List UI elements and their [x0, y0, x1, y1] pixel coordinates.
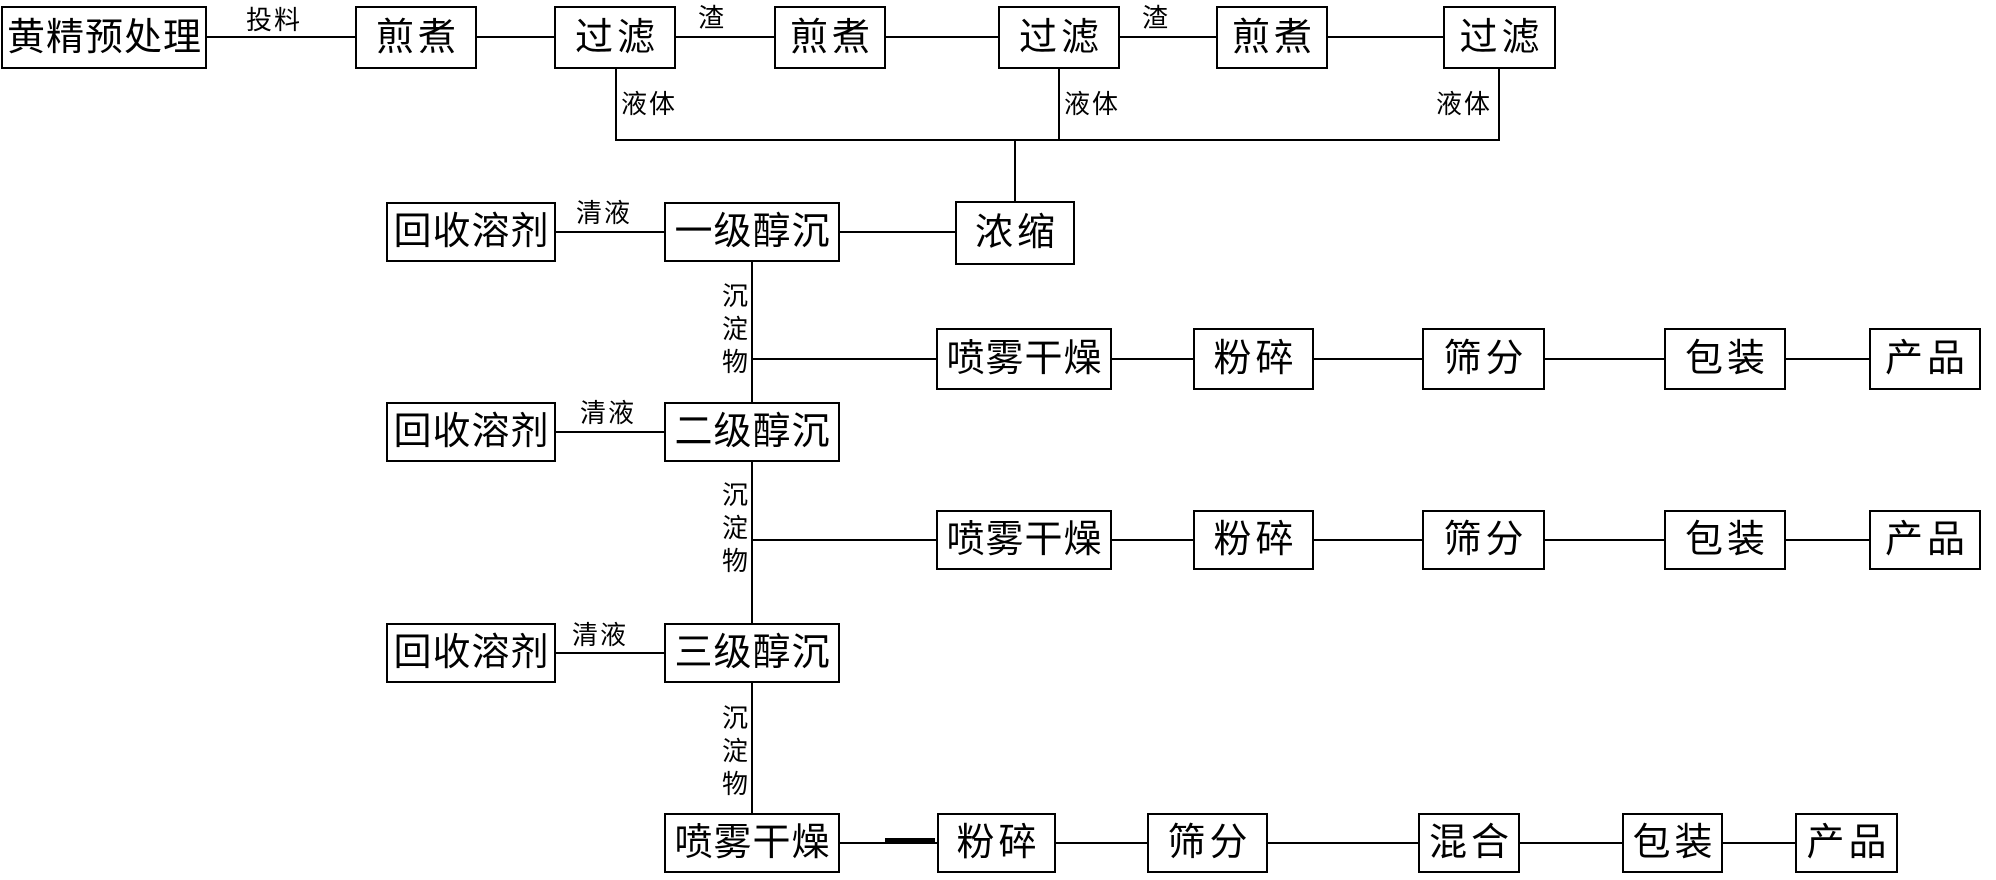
flow-node-mix: 混合	[1418, 813, 1520, 873]
flow-node-decoct-1: 煎煮	[355, 6, 477, 69]
connector-dash-mark	[885, 838, 935, 844]
flow-node-filter-2: 过滤	[998, 6, 1120, 69]
flow-node-filter-1: 过滤	[554, 6, 676, 69]
connector-line-horizontal	[556, 231, 664, 233]
connector-line-horizontal	[840, 231, 955, 233]
connector-line-horizontal	[1112, 358, 1193, 360]
precipitate-label: 沉淀物	[721, 704, 748, 799]
flow-node-pretreat: 黄精预处理	[1, 6, 207, 69]
connector-line-horizontal	[616, 139, 1499, 141]
flow-node-crush-1: 粉碎	[1193, 328, 1314, 390]
flow-node-pack-2: 包装	[1664, 510, 1786, 570]
flow-node-product-3: 产品	[1795, 813, 1898, 873]
flow-node-alcohol-precip-3: 三级醇沉	[664, 623, 840, 683]
flow-node-decoct-3: 煎煮	[1216, 6, 1328, 69]
flow-node-spray-dry-3: 喷雾干燥	[664, 813, 840, 873]
connector-line-horizontal	[1314, 358, 1422, 360]
connector-line-horizontal	[1268, 842, 1418, 844]
residue-label: 渣	[698, 4, 727, 33]
supernatant-label: 清液	[576, 199, 633, 228]
flow-node-spray-dry-1: 喷雾干燥	[936, 328, 1112, 390]
flow-node-pack-3: 包装	[1622, 813, 1723, 873]
connector-line-horizontal	[477, 36, 554, 38]
flow-node-pack-1: 包装	[1664, 328, 1786, 390]
connector-line-horizontal	[1520, 842, 1622, 844]
flow-node-alcohol-precip-2: 二级醇沉	[664, 402, 840, 462]
liquid-label: 液体	[1064, 90, 1121, 119]
connector-line-horizontal	[1786, 358, 1869, 360]
connector-line-vertical	[751, 683, 753, 813]
precipitate-label: 沉淀物	[721, 282, 748, 377]
flow-node-sieve-3: 筛分	[1147, 813, 1268, 873]
flow-node-product-2: 产品	[1869, 510, 1981, 570]
flow-node-product-1: 产品	[1869, 328, 1981, 390]
connector-line-horizontal	[886, 36, 998, 38]
connector-line-horizontal	[1786, 539, 1869, 541]
flow-node-recover-solvent-2: 回收溶剂	[386, 402, 556, 462]
connector-line-horizontal	[556, 652, 664, 654]
connector-line-vertical	[615, 69, 617, 141]
connector-line-vertical	[1014, 140, 1016, 201]
connector-line-horizontal	[1120, 36, 1216, 38]
residue-label: 渣	[1142, 4, 1171, 33]
flow-node-sieve-1: 筛分	[1422, 328, 1545, 390]
flow-node-filter-3: 过滤	[1443, 6, 1556, 69]
connector-line-horizontal	[1112, 539, 1193, 541]
connector-line-horizontal	[752, 539, 936, 541]
feed-label: 投料	[246, 6, 303, 35]
connector-line-horizontal	[207, 36, 355, 38]
connector-line-vertical	[751, 462, 753, 623]
supernatant-label: 清液	[572, 621, 629, 650]
connector-line-horizontal	[556, 431, 664, 433]
connector-line-horizontal	[1056, 842, 1147, 844]
connector-line-horizontal	[752, 358, 936, 360]
flow-node-recover-solvent-1: 回收溶剂	[386, 202, 556, 262]
flow-node-crush-2: 粉碎	[1193, 510, 1314, 570]
flow-node-spray-dry-2: 喷雾干燥	[936, 510, 1112, 570]
flow-node-crush-3: 粉碎	[937, 813, 1056, 873]
flow-node-sieve-2: 筛分	[1422, 510, 1545, 570]
flow-node-alcohol-precip-1: 一级醇沉	[664, 202, 840, 262]
connector-line-horizontal	[1328, 36, 1443, 38]
supernatant-label: 清液	[580, 399, 637, 428]
connector-line-vertical	[751, 262, 753, 402]
connector-line-horizontal	[1723, 842, 1795, 844]
connector-line-horizontal	[676, 36, 774, 38]
connector-line-vertical	[1058, 69, 1060, 141]
connector-line-vertical	[1498, 69, 1500, 141]
connector-line-horizontal	[1314, 539, 1422, 541]
precipitate-label: 沉淀物	[721, 481, 748, 576]
flow-node-recover-solvent-3: 回收溶剂	[386, 623, 556, 683]
connector-line-horizontal	[1545, 539, 1664, 541]
flow-node-decoct-2: 煎煮	[774, 6, 886, 69]
connector-line-horizontal	[1545, 358, 1664, 360]
flow-node-concentrate: 浓缩	[955, 201, 1075, 265]
liquid-label: 液体	[1436, 90, 1493, 119]
liquid-label: 液体	[621, 90, 678, 119]
